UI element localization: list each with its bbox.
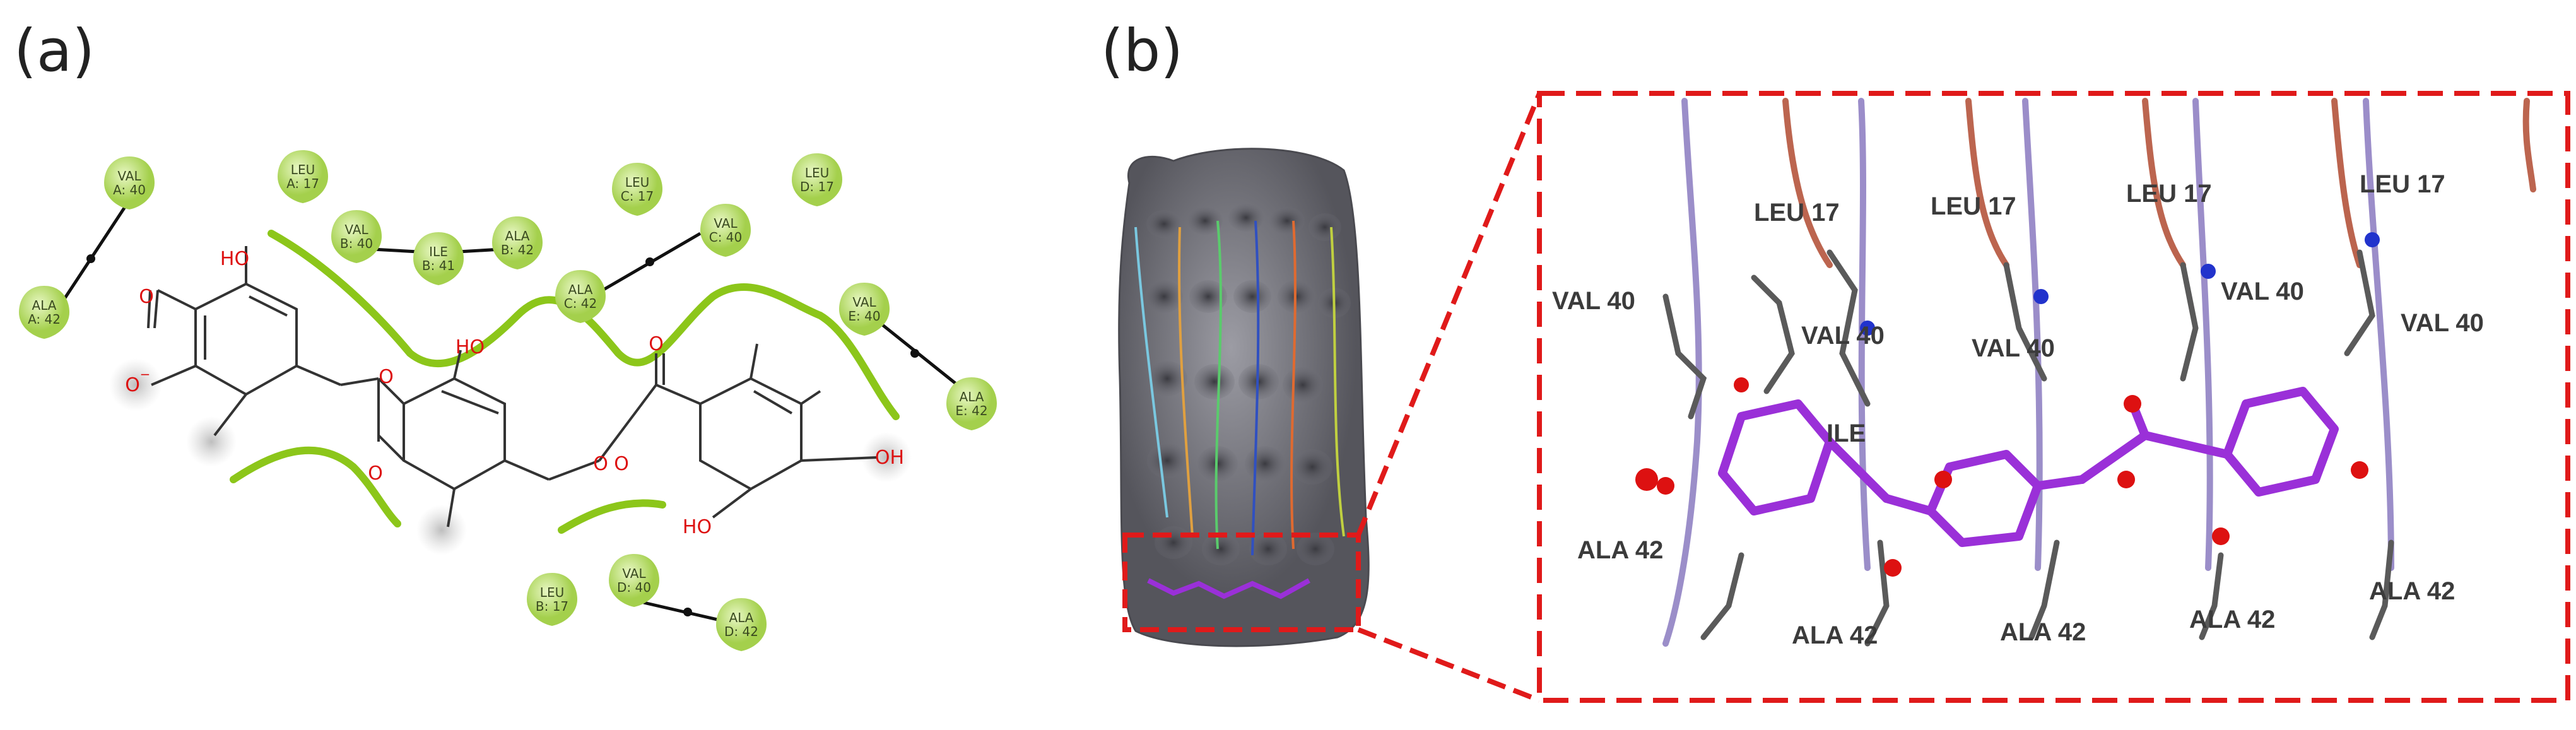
- svg-text:C: 17: C: 17: [621, 189, 654, 204]
- svg-text:B: 41: B: 41: [422, 258, 455, 273]
- contact-curve: [230, 446, 401, 527]
- atom-label: O: [593, 453, 608, 475]
- label-leu17: LEU 17: [2360, 170, 2445, 198]
- svg-text:C: 42: C: 42: [564, 296, 597, 311]
- panel-a-diagram: HO O O O O O HO O O OH HO −: [19, 150, 997, 651]
- svg-text:D: 17: D: 17: [800, 179, 834, 194]
- label-ala42: ALA 42: [1577, 536, 1663, 564]
- label-val40: VAL 40: [1972, 334, 2055, 362]
- residue-links: [54, 204, 967, 623]
- svg-text:LEU: LEU: [540, 585, 564, 600]
- svg-text:A: 17: A: 17: [286, 176, 319, 191]
- residue-leu-c17: LEU C: 17: [612, 163, 662, 216]
- svg-text:ALA: ALA: [505, 228, 530, 244]
- svg-text:ALA: ALA: [568, 282, 593, 297]
- label-val40: VAL 40: [1801, 322, 1885, 350]
- residue-ala-d42: ALA D: 42: [716, 598, 767, 651]
- label-leu17: LEU 17: [1931, 192, 2016, 220]
- residue-ile-b41: ILE B: 41: [413, 232, 464, 285]
- contact-curve: [268, 230, 900, 420]
- atom-label: O: [614, 453, 629, 475]
- label-ala42: ALA 42: [1792, 621, 1878, 649]
- atom-label: O: [649, 333, 664, 355]
- svg-text:ILE: ILE: [429, 244, 448, 259]
- svg-text:D: 40: D: 40: [617, 580, 651, 595]
- zoom-connector-top: [1356, 92, 1542, 536]
- residue-ala-b42: ALA B: 42: [492, 216, 543, 269]
- contact-curves: [230, 230, 900, 534]
- svg-text:LEU: LEU: [625, 175, 649, 190]
- svg-text:ALA: ALA: [32, 298, 57, 313]
- exposure-shadows: [109, 358, 912, 555]
- label-val40: VAL 40: [1552, 287, 1635, 315]
- atom-label: OH: [875, 447, 904, 469]
- svg-text:ALA: ALA: [960, 389, 984, 404]
- svg-text:LEU: LEU: [291, 162, 315, 177]
- residue-val-b40: VAL B: 40: [331, 210, 382, 263]
- svg-text:A: 42: A: 42: [28, 312, 61, 327]
- residue-val-a40: VAL A: 40: [104, 156, 155, 209]
- residue-link-dots: [86, 254, 919, 616]
- label-ala42: ALA 42: [2000, 618, 2086, 646]
- residue-leu-a17: LEU A: 17: [278, 150, 328, 203]
- panel-label-b: (b): [1101, 17, 1183, 85]
- fibril-surface: [1118, 148, 1370, 647]
- zoom-source-box: [1122, 533, 1361, 632]
- label-ile: ILE: [1826, 420, 1866, 447]
- svg-text:B: 42: B: 42: [501, 242, 534, 257]
- label-val40: VAL 40: [2221, 278, 2304, 305]
- atom-label: O: [368, 462, 383, 485]
- atom-label: HO: [220, 248, 249, 270]
- residue-val-e40: VAL E: 40: [839, 283, 890, 336]
- residue-val-c40: VAL C: 40: [700, 204, 751, 257]
- atom-label: O: [379, 366, 394, 388]
- svg-text:C: 40: C: 40: [709, 230, 743, 245]
- label-ala42: ALA 42: [2369, 577, 2455, 605]
- residue-badges: VAL A: 40 ALA A: 42 LEU A: 17 VAL B: 40 …: [19, 150, 997, 651]
- svg-text:VAL: VAL: [117, 168, 141, 184]
- atom-label: HO: [683, 516, 712, 538]
- panel-label-a: (a): [14, 17, 95, 85]
- svg-text:A: 40: A: 40: [113, 182, 146, 197]
- panel-b-figure: LEU 17 LEU 17 LEU 17 LEU 17 VAL 40 VAL 4…: [1118, 91, 2570, 703]
- svg-text:B: 40: B: 40: [340, 236, 373, 251]
- zoom-connector-bottom: [1357, 627, 1541, 703]
- ligand-skeleton: [147, 246, 878, 527]
- svg-text:VAL: VAL: [714, 216, 738, 231]
- svg-text:LEU: LEU: [805, 165, 829, 180]
- svg-text:D: 42: D: 42: [724, 624, 758, 639]
- label-ala42: ALA 42: [2189, 606, 2275, 633]
- atom-label: HO: [456, 336, 485, 358]
- atom-label: O: [139, 286, 154, 308]
- svg-text:E: 42: E: 42: [955, 403, 987, 418]
- contact-curve: [558, 499, 666, 534]
- svg-text:E: 40: E: 40: [848, 309, 880, 324]
- zoom-labels: LEU 17 LEU 17 LEU 17 LEU 17 VAL 40 VAL 4…: [1552, 170, 2484, 649]
- zoom-view: LEU 17 LEU 17 LEU 17 LEU 17 VAL 40 VAL 4…: [1537, 91, 2570, 703]
- svg-text:VAL: VAL: [344, 222, 368, 237]
- label-val40: VAL 40: [2401, 309, 2484, 337]
- residue-val-d40: VAL D: 40: [609, 554, 659, 607]
- residue-ala-e42: ALA E: 42: [946, 377, 997, 430]
- svg-text:B: 17: B: 17: [536, 599, 568, 614]
- charge-label: −: [140, 367, 151, 382]
- residue-leu-b17: LEU B: 17: [527, 573, 577, 626]
- svg-text:VAL: VAL: [622, 566, 646, 581]
- atom-labels: HO O O O O O HO O O OH HO −: [125, 248, 904, 538]
- label-leu17: LEU 17: [2126, 180, 2212, 208]
- svg-text:VAL: VAL: [852, 295, 876, 310]
- atom-label: O: [125, 374, 140, 396]
- residue-ala-c42: ALA C: 42: [555, 270, 606, 323]
- residue-leu-d17: LEU D: 17: [792, 153, 842, 206]
- label-leu17: LEU 17: [1754, 199, 1840, 227]
- residue-ala-a42: ALA A: 42: [19, 286, 69, 339]
- svg-text:ALA: ALA: [729, 610, 754, 625]
